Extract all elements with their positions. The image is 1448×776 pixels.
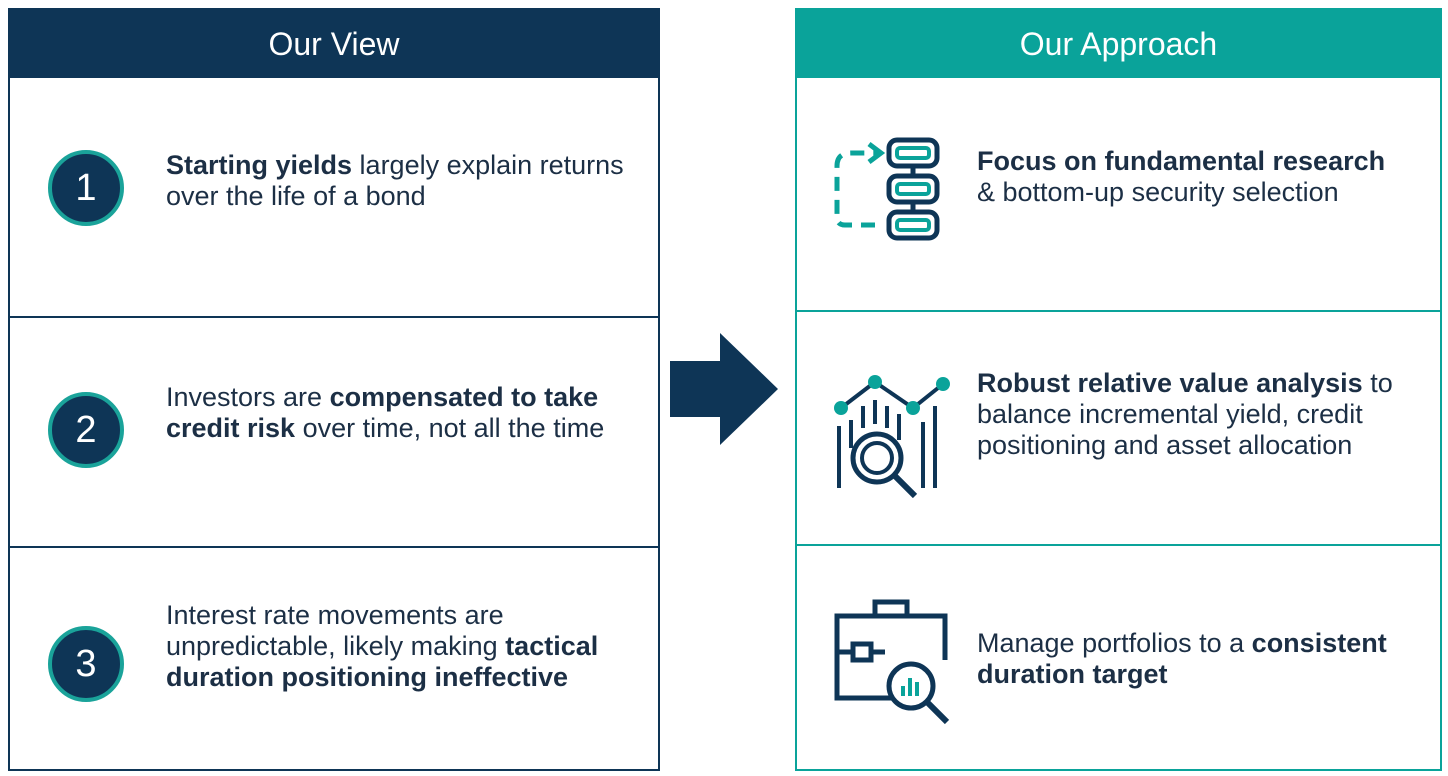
view-item-2: 2 Investors are compensated to take cred… bbox=[10, 316, 658, 546]
briefcase-magnifier-icon bbox=[834, 599, 950, 725]
bold-text: consistent duration target bbox=[977, 628, 1387, 689]
our-view-header: Our View bbox=[10, 10, 658, 78]
approach-item-2: Robust relative value analysis to balanc… bbox=[797, 310, 1440, 544]
bold-text: Starting yields bbox=[166, 150, 353, 180]
flowchart-icon bbox=[834, 137, 940, 241]
our-approach-panel: Our Approach Focus on fundamental resear… bbox=[795, 8, 1442, 771]
chart-magnifier-icon bbox=[834, 375, 950, 498]
approach-item-text: Focus on fundamental research & bottom-u… bbox=[977, 146, 1386, 207]
approach-item-text: Manage portfolios to a consistent durati… bbox=[977, 628, 1387, 689]
bold-text: Focus on fundamental research bbox=[977, 146, 1386, 176]
number-badge: 2 bbox=[48, 392, 124, 468]
view-item-1: 1 Starting yields largely explain return… bbox=[10, 78, 658, 316]
approach-item-text: Robust relative value analysis to balanc… bbox=[977, 368, 1393, 460]
number-badge: 1 bbox=[48, 150, 124, 226]
right-arrow-icon bbox=[670, 333, 778, 445]
bold-text: tactical duration positioning ineffectiv… bbox=[166, 631, 599, 692]
our-approach-header: Our Approach bbox=[797, 10, 1440, 78]
view-item-text: Starting yields largely explain returns … bbox=[166, 150, 624, 211]
bold-text: compensated to take credit risk bbox=[166, 382, 599, 443]
number-badge: 3 bbox=[48, 626, 124, 702]
approach-item-3: Manage portfolios to a consistent durati… bbox=[797, 544, 1440, 776]
approach-item-1: Focus on fundamental research & bottom-u… bbox=[797, 78, 1440, 310]
view-item-text: Investors are compensated to take credit… bbox=[166, 382, 605, 443]
view-item-text: Interest rate movements are unpredictabl… bbox=[166, 600, 599, 692]
view-item-3: 3 Interest rate movements are unpredicta… bbox=[10, 546, 658, 776]
our-view-panel: Our View 1 Starting yields largely expla… bbox=[8, 8, 660, 771]
bold-text: Robust relative value analysis bbox=[977, 368, 1363, 398]
